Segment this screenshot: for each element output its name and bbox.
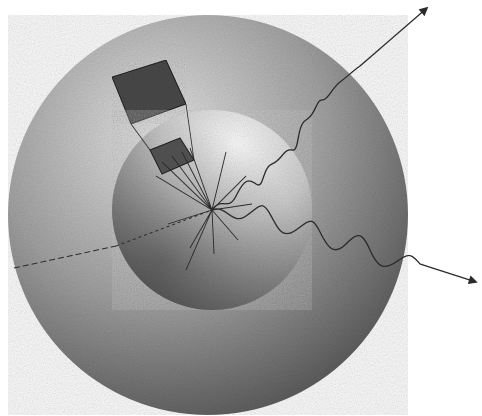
wave-lower-arrow: [420, 264, 476, 282]
wave-upper-arrow: [360, 8, 427, 66]
